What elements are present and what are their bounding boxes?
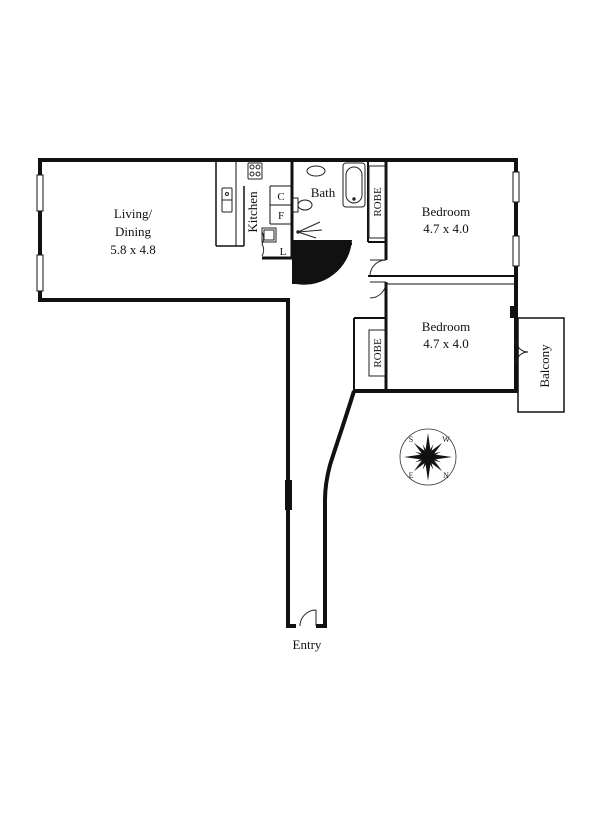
- living-size: 5.8 x 4.8: [110, 242, 156, 257]
- laundry-tub: [261, 227, 277, 243]
- bedroom1-size: 4.7 x 4.0: [423, 221, 469, 236]
- bath-fixtures: [292, 162, 366, 239]
- robe1-box: [368, 165, 386, 239]
- cupboard-f-label: F: [278, 210, 284, 222]
- robe2-label: ROBE: [372, 338, 384, 368]
- cooktop: [247, 162, 263, 180]
- cupboard-c-label: C: [277, 191, 284, 203]
- living-label-1: Living/: [114, 206, 153, 221]
- bedroom1-window-2: [512, 235, 520, 267]
- bedroom1-label: Bedroom: [422, 204, 470, 219]
- living-window-1: [36, 174, 44, 212]
- doors: [299, 259, 529, 627]
- wall-accents: [285, 306, 518, 510]
- balcony: [517, 317, 565, 413]
- kitchen-label: Kitchen: [245, 191, 260, 233]
- balcony-door: [515, 339, 529, 365]
- kitchen-fixtures: [221, 162, 277, 243]
- bedroom2-size: 4.7 x 4.0: [423, 336, 469, 351]
- robe2-box: [368, 329, 386, 377]
- bedroom2-door: [369, 281, 387, 299]
- toilet-cistern: [292, 197, 299, 213]
- compass-letter-e: E: [409, 471, 414, 480]
- compass-letter-n: N: [443, 471, 449, 480]
- laundry-label: L: [280, 246, 287, 258]
- basin: [306, 165, 326, 177]
- bedroom2-label: Bedroom: [422, 319, 470, 334]
- living-window-2: [36, 254, 44, 292]
- interior-walls: [215, 162, 516, 392]
- laundry-doors: [261, 231, 265, 257]
- entry-door: [299, 609, 317, 627]
- entry-label: Entry: [293, 637, 322, 652]
- living-label-2: Dining: [115, 224, 152, 239]
- robe1-label: ROBE: [372, 187, 384, 217]
- compass-letter-w: W: [442, 435, 450, 444]
- compass-rose-icon: S W E N: [399, 428, 457, 486]
- windows: [36, 171, 520, 292]
- bath-label: Bath: [311, 185, 336, 200]
- bathtub: [342, 162, 366, 208]
- compass-letter-s: S: [409, 435, 413, 444]
- balcony-label: Balcony: [537, 344, 552, 388]
- shower-screen: [292, 240, 352, 285]
- toilet: [297, 199, 313, 211]
- bedroom1-door: [369, 259, 387, 277]
- bedroom1-window-1: [512, 171, 520, 203]
